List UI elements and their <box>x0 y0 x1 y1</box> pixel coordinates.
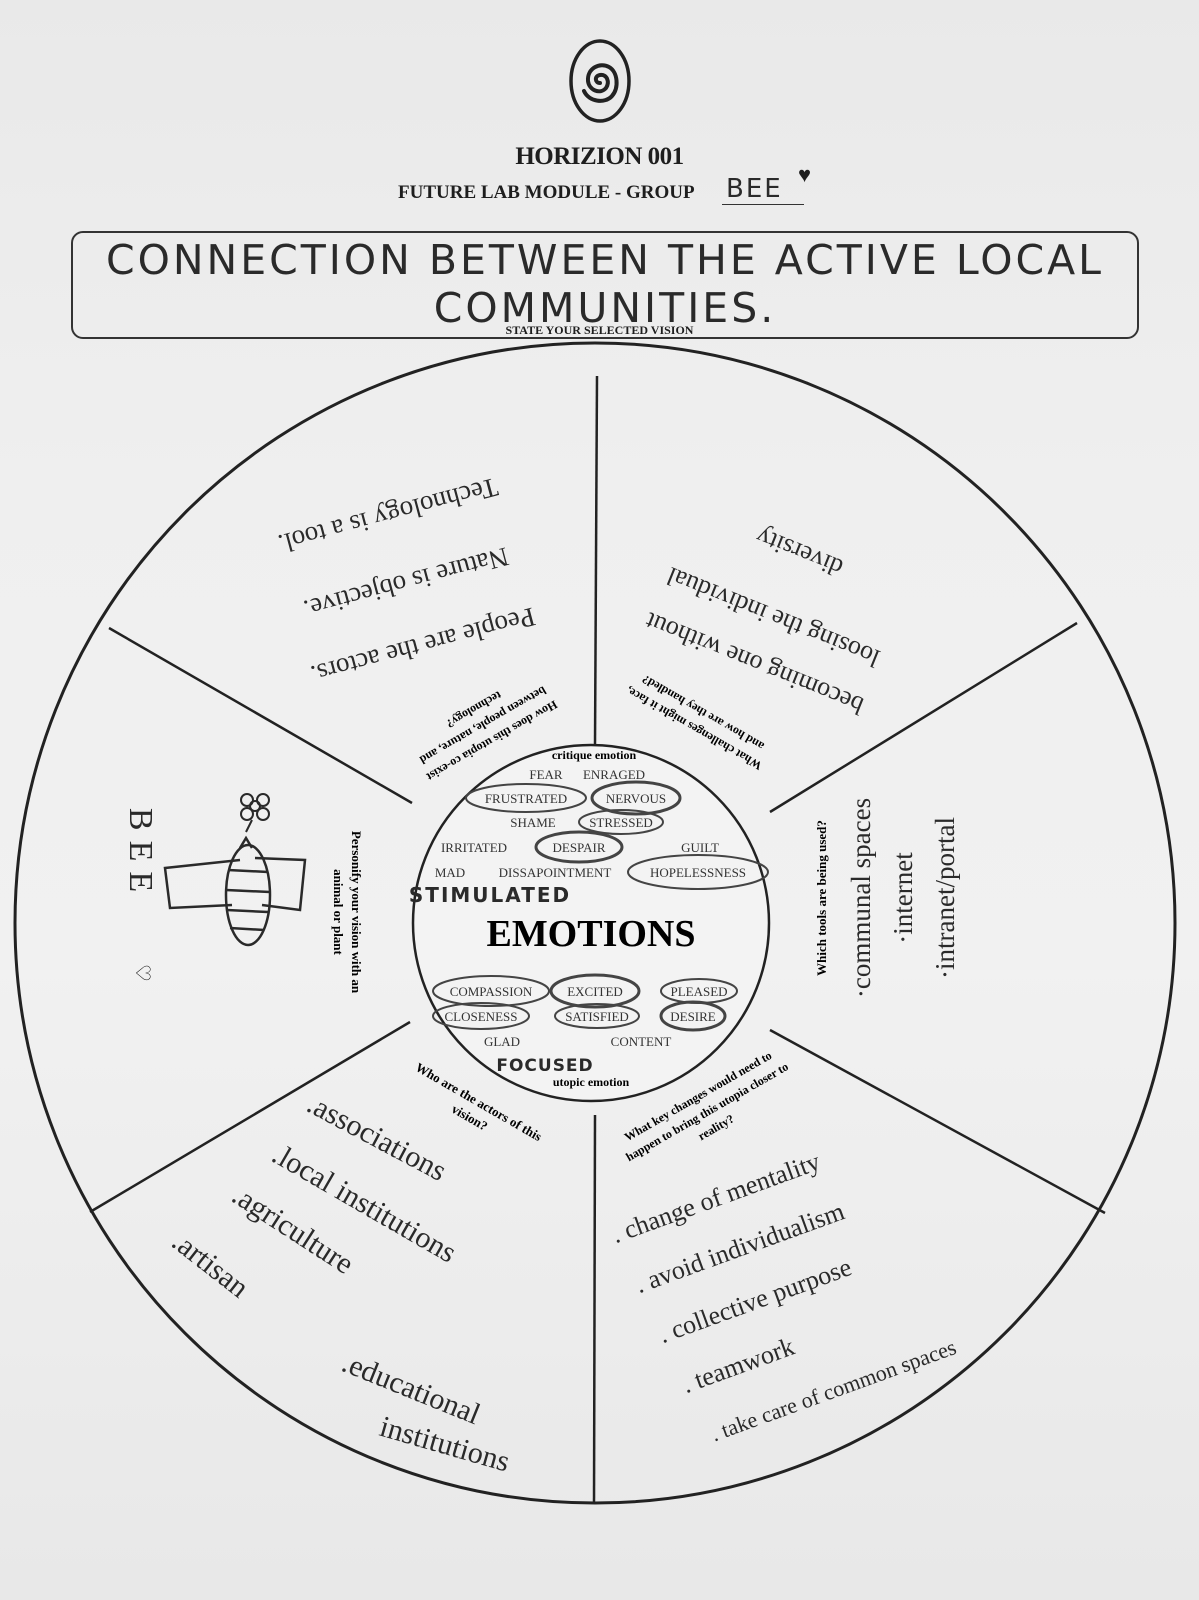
vision-caption: STATE YOUR SELECTED VISION <box>505 323 694 337</box>
svg-text:·communal spaces: ·communal spaces <box>846 798 876 998</box>
svg-text:diversity: diversity <box>752 522 847 583</box>
utopic-label: utopic emotion <box>553 1075 630 1089</box>
emotion-word: GUILT <box>681 840 719 855</box>
emotion-word: DESPAIR <box>553 840 606 855</box>
emotion-word: FEAR <box>529 767 563 782</box>
emotion-word: EXCITED <box>567 984 623 999</box>
heart-icon: ♥ <box>798 162 812 187</box>
emotions-title: EMOTIONS <box>486 913 695 955</box>
emotion-word: CONTENT <box>611 1034 672 1049</box>
svg-text:Which tools are being used?: Which tools are being used? <box>814 820 829 976</box>
emotion-word: DISSAPOINTMENT <box>499 865 612 880</box>
svg-text:Nature is objective.: Nature is objective. <box>301 541 512 625</box>
emotion-word: STRESSED <box>589 815 653 830</box>
added-emotion: FOCUSED <box>496 1056 593 1076</box>
prompt-tools: Which tools are being used? <box>814 820 829 976</box>
emotion-word: ENRAGED <box>583 767 645 782</box>
answers-changes: . change of mentality . avoid individual… <box>608 1147 960 1447</box>
page-title: HORIZION 001 <box>515 143 684 170</box>
utopic-circles <box>432 973 738 1032</box>
emotion-word: SATISFIED <box>565 1009 629 1024</box>
flower-icon <box>240 793 270 833</box>
svg-text:Personify your vision with an: Personify your vision with an <box>349 831 364 994</box>
personify-answer: BEE <box>122 808 159 902</box>
answers-coexist: People are the actors. Nature is objecti… <box>275 472 538 691</box>
emotion-word: GLAD <box>484 1034 520 1049</box>
spiral-logo-icon <box>569 39 631 123</box>
svg-text:·intranet/portal: ·intranet/portal <box>930 817 960 979</box>
svg-text:animal or plant: animal or plant <box>331 869 346 955</box>
vision-statement: CONNECTION BETWEEN THE ACTIVE LOCAL COMM… <box>105 236 1105 332</box>
emotion-word: IRRITATED <box>441 840 507 855</box>
vision-box <box>71 231 1139 339</box>
svg-text:Technology is a tool.: Technology is a tool. <box>275 472 501 559</box>
emotion-word: HOPELESSNESS <box>650 865 746 880</box>
svg-text:BEE: BEE <box>122 808 159 902</box>
emotion-circles <box>465 780 769 890</box>
svg-text:·internet: ·internet <box>888 852 918 944</box>
segment-dividers <box>89 375 1106 1505</box>
module-label: FUTURE LAB MODULE - GROUP <box>398 182 695 203</box>
utopic-emotions: COMPASSION EXCITED PLEASED CLOSENESS SAT… <box>445 984 728 1049</box>
answers-tools: ·communal spaces ·internet ·intranet/por… <box>846 798 960 998</box>
heart-icon: ♡ <box>131 964 153 982</box>
prompt-personify: Personify your vision with an animal or … <box>331 831 364 994</box>
answers-challenges: becoming one without loosing the individ… <box>640 522 883 721</box>
emotion-word: CLOSENESS <box>445 1009 518 1024</box>
critique-label: critique emotion <box>552 748 637 762</box>
svg-text:.artisan: .artisan <box>166 1225 255 1305</box>
emotion-word: FRUSTRATED <box>485 791 567 806</box>
group-name: BEE <box>722 174 804 205</box>
emotion-word: PLEASED <box>670 984 727 999</box>
emotion-word: COMPASSION <box>450 984 533 999</box>
critique-emotions: FEAR ENRAGED FRUSTRATED NERVOUS SHAME ST… <box>435 767 746 880</box>
answers-actors: .associations .local institutions .agric… <box>166 1087 514 1478</box>
emotion-word: SHAME <box>510 815 556 830</box>
svg-text:. teamwork: . teamwork <box>678 1332 798 1399</box>
inner-circle <box>411 743 771 1103</box>
added-emotion: STIMULATED <box>409 883 571 907</box>
bee-drawing <box>163 835 307 947</box>
emotion-word: MAD <box>435 865 465 880</box>
emotion-word: NERVOUS <box>606 791 666 806</box>
emotion-word: DESIRE <box>670 1009 716 1024</box>
